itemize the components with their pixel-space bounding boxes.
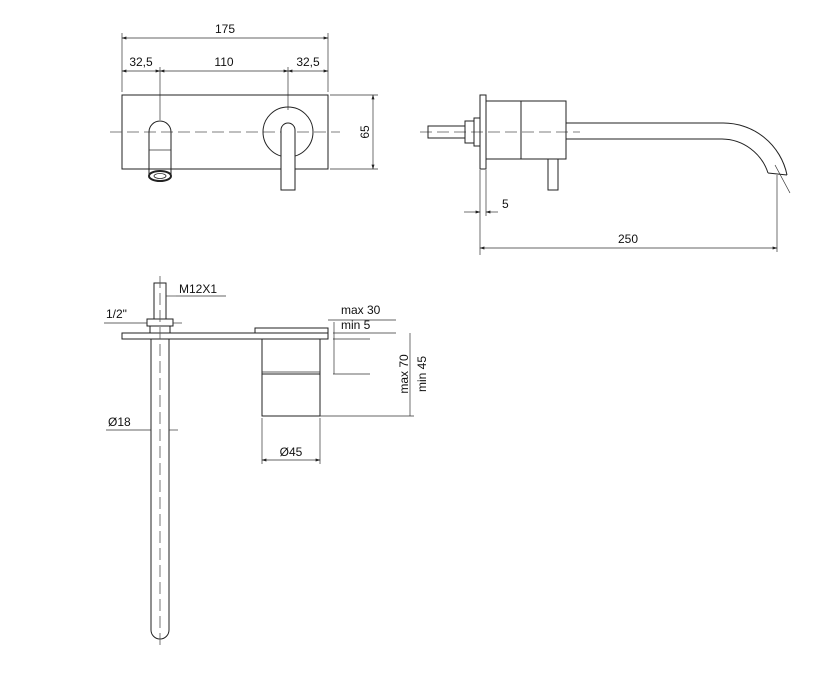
spout-front [148, 120, 172, 175]
dim-wall-max: max 30 [341, 303, 381, 317]
dim-handle-diameter: Ø45 [280, 445, 303, 459]
section-handle-body [261, 338, 321, 417]
dim-center-distance: 110 [214, 55, 233, 69]
section-view: M12X1 1/2" Ø18 Ø45 max 30 min 5 ma [104, 276, 429, 645]
dim-plate-thickness: 5 [502, 197, 509, 211]
dim-depth-max: max 70 [397, 354, 411, 394]
dim-wall-min: min 5 [341, 318, 371, 332]
dim-plate-height: 65 [358, 125, 372, 139]
dim-left-offset: 32,5 [129, 55, 153, 69]
dim-depth-min: min 45 [415, 356, 429, 392]
front-view: 175 32,5 110 32,5 65 [110, 22, 378, 191]
dim-overall-width: 175 [215, 22, 235, 36]
section-plate [121, 332, 329, 340]
side-spout [566, 122, 788, 176]
label-thread: M12X1 [179, 282, 217, 296]
handle-lever [280, 122, 296, 191]
label-connection: 1/2" [106, 307, 127, 321]
dim-right-offset: 32,5 [296, 55, 320, 69]
dim-spout-projection: 250 [618, 232, 638, 246]
side-view: 5 250 [420, 94, 791, 255]
dim-pipe-diameter: Ø18 [108, 415, 131, 429]
side-body [485, 100, 567, 160]
